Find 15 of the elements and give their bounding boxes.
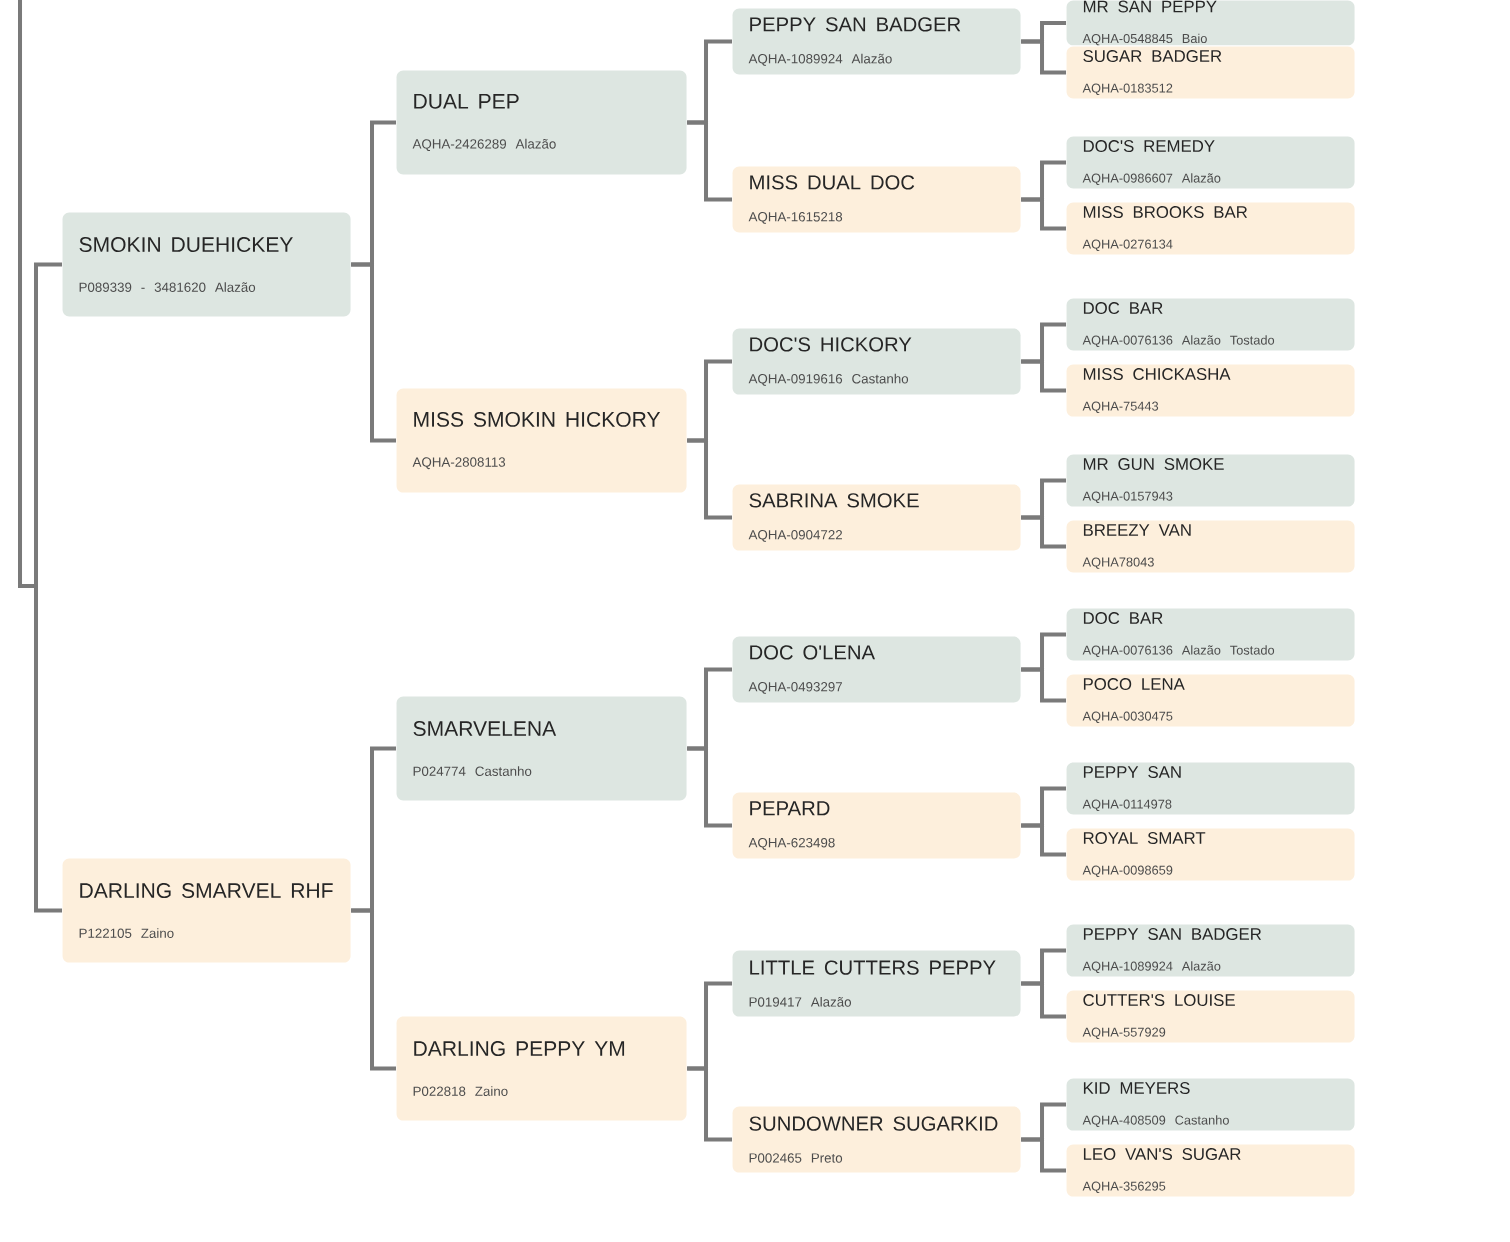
connector-line [1021,359,1066,393]
connector-line [18,0,62,913]
connector-line [1021,39,1066,75]
connector-line [1021,1137,1066,1173]
connector-line [1021,981,1066,1019]
connector-line [1021,197,1066,231]
connector-line [1021,515,1066,549]
connector-line [687,1066,732,1142]
connector-line [1021,823,1066,857]
connector-line [1021,667,1066,703]
connector-line [351,908,396,1071]
connector-line [687,120,732,202]
connector-line [351,262,396,443]
connector-line [687,746,732,828]
connector-line [687,438,732,520]
